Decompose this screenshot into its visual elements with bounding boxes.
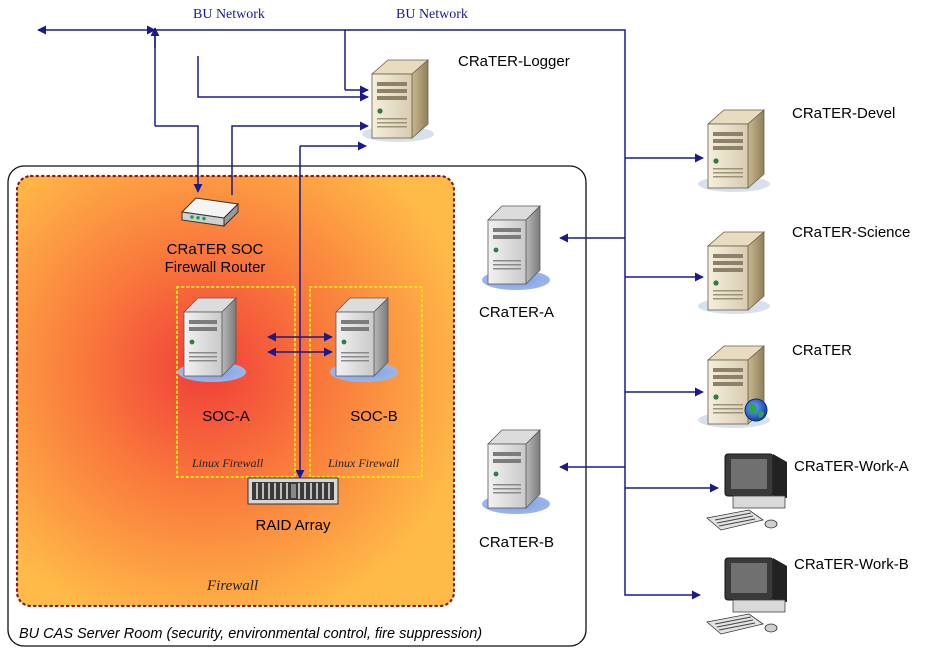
router-label-line1: CRaTER SOC [166,241,264,258]
crater-a-server-icon [481,205,551,291]
bu-network-label-2: BU Network [396,7,468,22]
crater-b-label: CRaTER-B [479,534,555,551]
bu-network-label-1: BU Network [193,7,265,22]
server-room-label: BU CAS Server Room (security, environmen… [19,626,483,642]
soc-b-label: SOC-B [350,408,398,425]
crater-b-server-icon [481,429,551,515]
raid-label: RAID Array [255,517,331,534]
devel-label: CRaTER-Devel [792,105,896,122]
science-server-icon [697,231,771,315]
linux-firewall-box-b [309,286,423,478]
router-label-line2: Firewall Router [164,259,266,276]
devel-server-icon [697,109,771,193]
work-b-workstation-icon [706,557,788,635]
soc-a-label: SOC-A [202,408,250,425]
connection-lines [37,25,719,600]
linux-firewall-box-a [176,286,296,478]
firewall-zone [15,174,456,608]
globe-icon [744,398,768,422]
raid-array-icon [247,477,339,505]
work-a-workstation-icon [706,453,788,531]
science-label: CRaTER-Science [792,224,911,241]
soc-b-server-icon [329,297,399,383]
logger-server-icon [361,59,435,143]
linux-firewall-label-a: Linux Firewall [192,456,264,470]
soc-a-server-icon [177,297,247,383]
server-room-boundary [7,165,587,647]
web-label: CRaTER [792,342,853,359]
firewall-zone-label: Firewall [207,578,259,594]
logger-label: CRaTER-Logger [458,53,570,70]
router-icon [180,197,240,228]
work-b-label: CRaTER-Work-B [794,556,909,573]
work-a-label: CRaTER-Work-A [794,458,909,475]
crater-a-label: CRaTER-A [479,304,555,321]
linux-firewall-label-b: Linux Firewall [328,456,400,470]
